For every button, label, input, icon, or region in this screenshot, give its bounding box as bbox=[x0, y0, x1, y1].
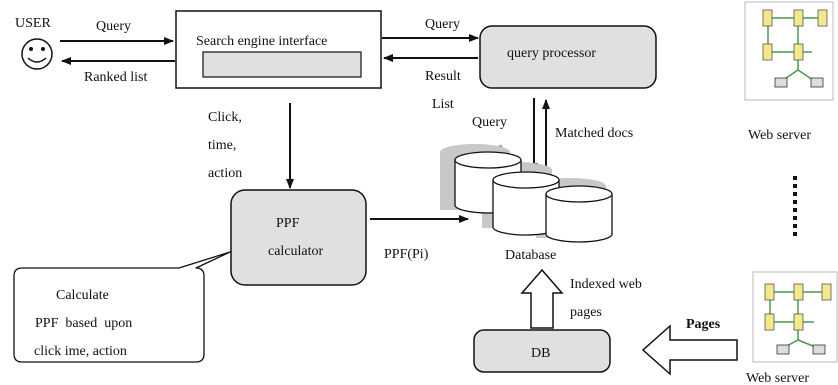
search-input-box bbox=[202, 51, 362, 78]
ppf-to-database-arrow: PPF(Pi) bbox=[370, 215, 469, 262]
query-terms-label-1: Query bbox=[472, 115, 507, 130]
search-engine-interface: Search engine interface bbox=[175, 10, 382, 89]
user-query-label: Query bbox=[96, 19, 131, 34]
user-label: USER bbox=[15, 16, 51, 31]
list-label: List bbox=[432, 97, 454, 112]
callout-line-3: click ime, action bbox=[34, 344, 127, 359]
click-data-arrow: Click, time, action bbox=[208, 103, 294, 189]
interface-to-processor-arrow: Query bbox=[382, 17, 479, 42]
matched-docs-arrow: Matched docs bbox=[542, 99, 633, 186]
user-query-arrow: Query bbox=[60, 19, 174, 45]
smiley-face-icon bbox=[21, 38, 53, 70]
click-label: Click, bbox=[208, 110, 242, 125]
db-node: DB bbox=[473, 329, 611, 373]
pages-arrow: Pages bbox=[641, 317, 738, 376]
database-label: Database bbox=[505, 248, 556, 263]
processor-query-label: Query bbox=[425, 17, 460, 32]
pages-label: Pages bbox=[686, 317, 721, 332]
time-label: time, bbox=[208, 138, 236, 153]
database-cylinders-icon bbox=[440, 144, 613, 243]
web-server-bottom-label: Web server bbox=[746, 371, 809, 385]
network-nodes-icon bbox=[762, 9, 828, 88]
web-server-top-label: Web server bbox=[748, 128, 811, 143]
query-processor-node: query processor bbox=[479, 25, 657, 89]
web-server-top bbox=[744, 1, 834, 101]
callout-line-2: PPF based upon bbox=[35, 316, 132, 331]
ppf-pi-label: PPF(Pi) bbox=[384, 247, 429, 262]
web-server-bottom bbox=[752, 271, 838, 363]
ranked-list-arrow: Ranked list bbox=[61, 57, 175, 85]
result-label: Result bbox=[425, 69, 461, 84]
db-label: DB bbox=[531, 346, 550, 361]
matched-docs-label: Matched docs bbox=[555, 126, 633, 141]
ellipsis-dots bbox=[793, 176, 797, 236]
calculator-label: calculator bbox=[268, 244, 324, 259]
query-processor-label: query processor bbox=[507, 46, 596, 61]
ppf-callout-bubble: Calculate PPF based upon click ime, acti… bbox=[13, 251, 231, 363]
ppf-calculator-node: PPF calculator bbox=[230, 189, 367, 286]
user-node: USER bbox=[15, 16, 53, 70]
search-interface-label: Search engine interface bbox=[196, 34, 327, 49]
result-list-arrow: Result List bbox=[383, 54, 478, 112]
callout-line-1: Calculate bbox=[56, 288, 109, 303]
ppf-label: PPF bbox=[276, 216, 300, 231]
indexed-pages-arrow: Indexed web pages bbox=[520, 268, 642, 329]
indexed-label-1: Indexed web bbox=[570, 277, 642, 292]
action-label: action bbox=[208, 166, 242, 181]
indexed-label-2: pages bbox=[570, 305, 602, 320]
network-nodes-icon bbox=[764, 283, 832, 355]
ranked-list-label: Ranked list bbox=[84, 70, 147, 85]
